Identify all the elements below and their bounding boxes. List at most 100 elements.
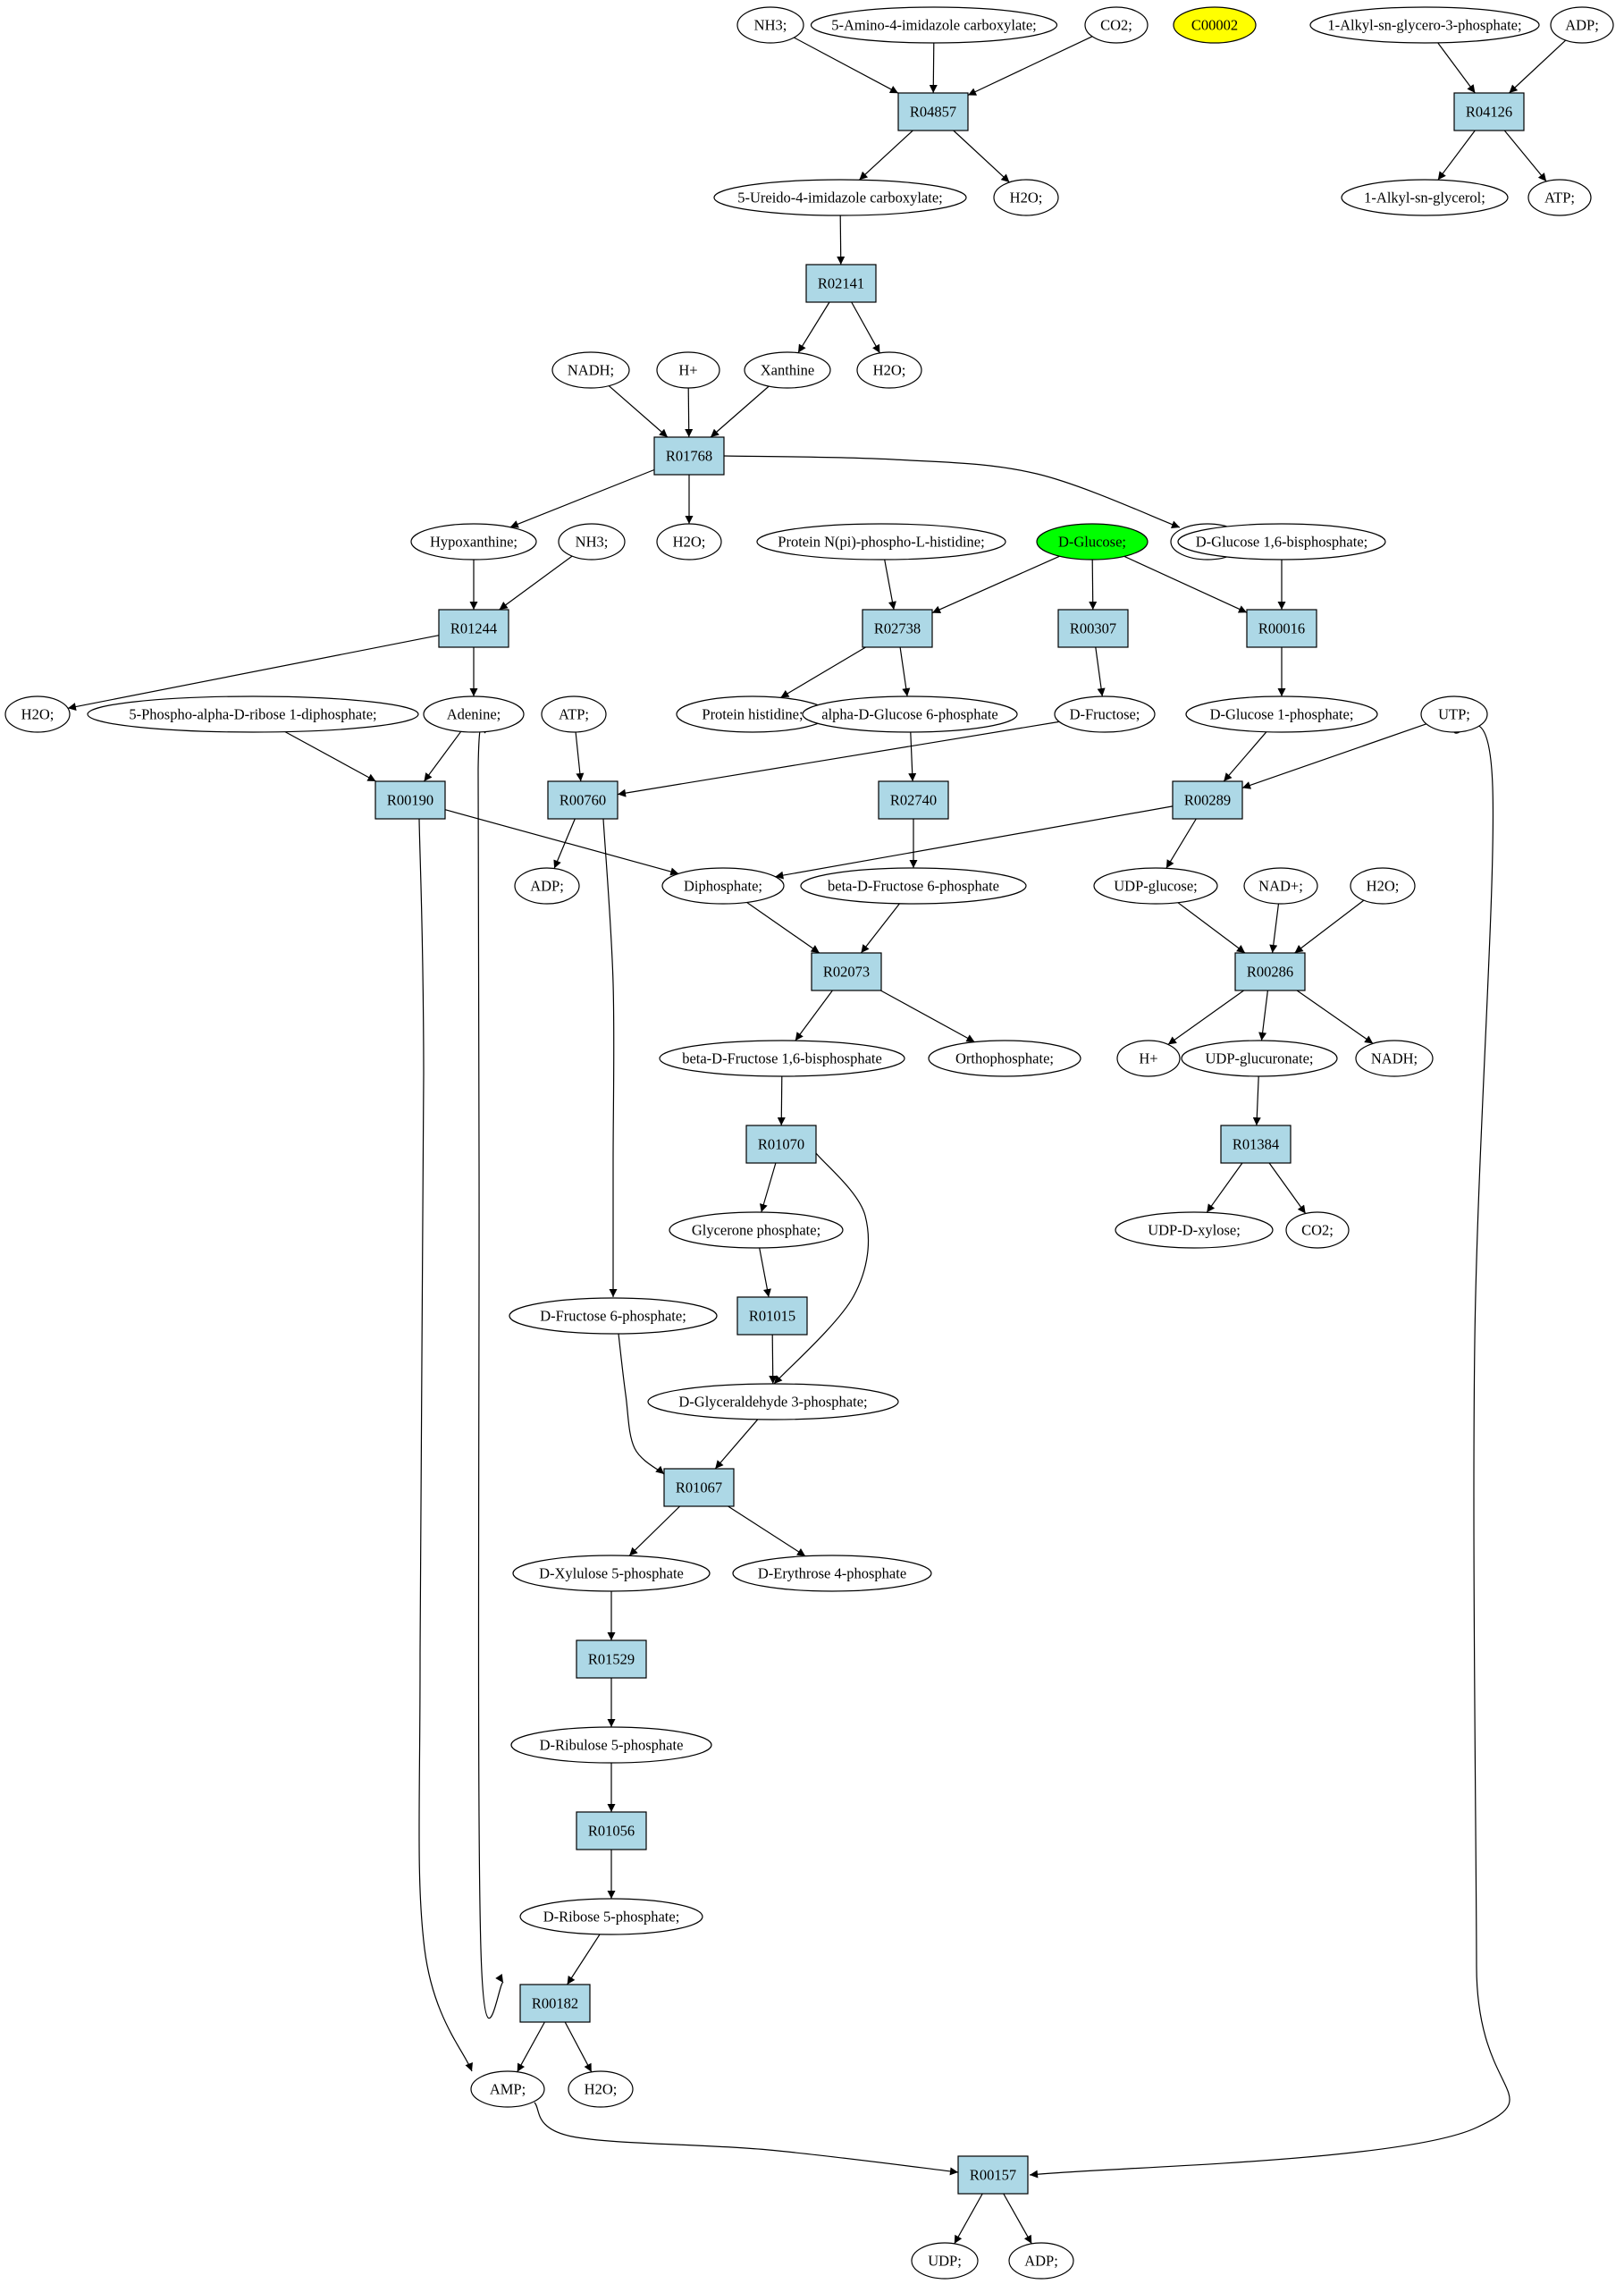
node-label: R00286 [1247, 964, 1293, 981]
metabolite-node-adp_b[interactable]: ADP; [514, 867, 580, 905]
reaction-node-R01015[interactable]: R01015 [736, 1296, 808, 1336]
metabolite-node-h2o_c[interactable]: H2O; [656, 523, 722, 560]
metabolite-node-dx5p[interactable]: D-Xylulose 5-phosphate [512, 1555, 711, 1592]
node-label: R00157 [970, 2167, 1016, 2184]
metabolite-node-alkylg3p[interactable]: 1-Alkyl-sn-glycero-3-phosphate; [1309, 6, 1540, 44]
node-label: R01056 [588, 1823, 635, 1840]
edge-dglucose-to-R00307 [1089, 559, 1098, 611]
metabolite-node-co2_b[interactable]: CO2; [1285, 1211, 1350, 1249]
metabolite-ellipse [713, 179, 967, 216]
metabolite-node-dglucose[interactable]: D-Glucose; [1036, 523, 1149, 560]
reaction-node-R00190[interactable]: R00190 [374, 780, 446, 820]
metabolite-node-orthophosphate[interactable]: Orthophosphate; [928, 1040, 1081, 1077]
node-label: D-Fructose; [1070, 706, 1140, 723]
edge-adenine-to-R00182 [476, 725, 504, 2019]
metabolite-node-dg1p[interactable]: D-Glucose 1-phosphate; [1185, 695, 1378, 733]
metabolite-node-h2o_a[interactable]: H2O; [993, 179, 1059, 216]
metabolite-node-hplus_a[interactable]: H+ [656, 351, 720, 389]
metabolite-node-adenine[interactable]: Adenine; [423, 695, 525, 733]
metabolite-node-nadh_b[interactable]: NADH; [1355, 1040, 1434, 1077]
reaction-node-R01384[interactable]: R01384 [1220, 1125, 1292, 1164]
metabolite-node-de4p[interactable]: D-Erythrose 4-phosphate [732, 1555, 932, 1592]
metabolite-node-h2o_e[interactable]: H2O; [1350, 867, 1416, 905]
reaction-node-R01067[interactable]: R01067 [663, 1468, 735, 1507]
reaction-box [736, 1296, 808, 1336]
node-label: Diphosphate; [684, 878, 762, 895]
node-label: 5-Ureido-4-imidazole carboxylate; [737, 190, 943, 206]
node-label: 1-Alkyl-sn-glycerol; [1364, 190, 1485, 206]
reaction-node-R01529[interactable]: R01529 [576, 1639, 647, 1679]
reaction-node-R01070[interactable]: R01070 [745, 1125, 817, 1164]
metabolite-node-glyceronep[interactable]: Glycerone phosphate; [669, 1211, 844, 1249]
metabolite-node-hypoxanthine[interactable]: Hypoxanthine; [410, 523, 537, 560]
metabolite-node-nh3_b[interactable]: NH3; [558, 523, 626, 560]
edge-R00286-to-nadh_b [1296, 990, 1374, 1044]
edge-dglucose-to-R00016 [1123, 555, 1248, 613]
metabolite-node-nadp_b[interactable]: NAD+; [1243, 867, 1318, 905]
reaction-node-R00286[interactable]: R00286 [1234, 952, 1306, 991]
node-label: R01768 [666, 448, 712, 465]
metabolite-node-udpxylose[interactable]: UDP-D-xylose; [1115, 1211, 1274, 1249]
node-label: ATP; [1544, 190, 1575, 206]
metabolite-node-prpp[interactable]: 5-Phospho-alpha-D-ribose 1-diphosphate; [87, 695, 419, 733]
reaction-node-R02740[interactable]: R02740 [878, 780, 949, 820]
metabolite-ellipse [1350, 867, 1416, 905]
metabolite-ellipse [541, 695, 607, 733]
metabolite-node-dr5p[interactable]: D-Ribose 5-phosphate; [519, 1898, 703, 1935]
metabolite-node-h2o_f[interactable]: H2O; [568, 2070, 634, 2108]
metabolite-node-c00002[interactable]: C00002 [1173, 6, 1257, 44]
edge-R01384-to-co2_b [1268, 1162, 1307, 1214]
metabolite-node-nadh_a[interactable]: NADH; [551, 351, 630, 389]
reaction-node-R02141[interactable]: R02141 [805, 264, 877, 303]
metabolite-node-aica[interactable]: 5-Amino-4-imidazole carboxylate; [810, 6, 1058, 44]
metabolite-node-protnpi[interactable]: Protein N(pi)-phospho-L-histidine; [756, 523, 1006, 560]
metabolite-node-h2o_d[interactable]: H2O; [4, 695, 71, 733]
metabolite-node-utp[interactable]: UTP; [1420, 695, 1488, 733]
reaction-node-R00289[interactable]: R00289 [1172, 780, 1243, 820]
metabolite-ellipse [1185, 695, 1378, 733]
metabolite-node-bf16bp[interactable]: beta-D-Fructose 1,6-bisphosphate [659, 1040, 905, 1077]
reaction-node-R01244[interactable]: R01244 [438, 609, 509, 648]
metabolite-node-udp[interactable]: UDP; [911, 2242, 979, 2280]
reaction-node-R02073[interactable]: R02073 [811, 952, 882, 991]
reaction-node-R00016[interactable]: R00016 [1246, 609, 1317, 648]
reaction-node-R01056[interactable]: R01056 [576, 1811, 647, 1850]
metabolite-node-ag6p[interactable]: alpha-D-Glucose 6-phosphate [802, 695, 1018, 733]
metabolite-node-bf6p[interactable]: beta-D-Fructose 6-phosphate [800, 867, 1027, 905]
metabolite-node-atp_b[interactable]: ATP; [541, 695, 607, 733]
reaction-node-R04857[interactable]: R04857 [897, 92, 969, 131]
node-label: 1-Alkyl-sn-glycero-3-phosphate; [1327, 17, 1521, 34]
metabolite-node-dfructose[interactable]: D-Fructose; [1054, 695, 1156, 733]
metabolite-node-diphosphate[interactable]: Diphosphate; [661, 867, 785, 905]
node-label: R00182 [532, 1995, 578, 2012]
metabolite-ellipse [656, 351, 720, 389]
metabolite-node-atp_a[interactable]: ATP; [1527, 179, 1592, 216]
metabolite-node-alkylglycerol[interactable]: 1-Alkyl-sn-glycerol; [1341, 179, 1509, 216]
metabolite-node-co2_a[interactable]: CO2; [1084, 6, 1149, 44]
reaction-node-R00182[interactable]: R00182 [519, 1984, 591, 2023]
metabolite-node-hplus_b[interactable]: H+ [1116, 1040, 1181, 1077]
reaction-node-R00157[interactable]: R00157 [957, 2155, 1029, 2195]
metabolite-node-dru5p[interactable]: D-Ribulose 5-phosphate [510, 1726, 712, 1764]
metabolite-node-dg16bp[interactable]: D-Glucose 1,6-bisphosphate; [1177, 523, 1386, 560]
reaction-box [374, 780, 446, 820]
metabolite-node-df6p[interactable]: D-Fructose 6-phosphate; [509, 1297, 718, 1335]
node-label: D-Glucose; [1058, 534, 1126, 551]
metabolite-node-amp[interactable]: AMP; [470, 2070, 545, 2108]
metabolite-node-gap[interactable]: D-Glyceraldehyde 3-phosphate; [647, 1383, 899, 1420]
metabolite-node-adp_c[interactable]: ADP; [1008, 2242, 1074, 2280]
metabolite-node-xanthine[interactable]: Xanthine [744, 351, 831, 389]
metabolite-node-ureido[interactable]: 5-Ureido-4-imidazole carboxylate; [713, 179, 967, 216]
metabolite-node-udpglucuronate[interactable]: UDP-glucuronate; [1181, 1040, 1338, 1077]
metabolite-node-h2o_b[interactable]: H2O; [856, 351, 922, 389]
reaction-node-R02738[interactable]: R02738 [862, 609, 933, 648]
reaction-box [878, 780, 949, 820]
reaction-node-R01768[interactable]: R01768 [653, 436, 725, 476]
reaction-node-R04126[interactable]: R04126 [1453, 92, 1525, 131]
reaction-node-R00307[interactable]: R00307 [1057, 609, 1129, 648]
metabolite-node-adp_a[interactable]: ADP; [1550, 6, 1614, 44]
metabolite-node-nh3_a[interactable]: NH3; [736, 6, 804, 44]
metabolite-node-udpglucose[interactable]: UDP-glucose; [1093, 867, 1218, 905]
reaction-node-R00760[interactable]: R00760 [547, 780, 618, 820]
node-label: Xanthine [761, 362, 814, 379]
